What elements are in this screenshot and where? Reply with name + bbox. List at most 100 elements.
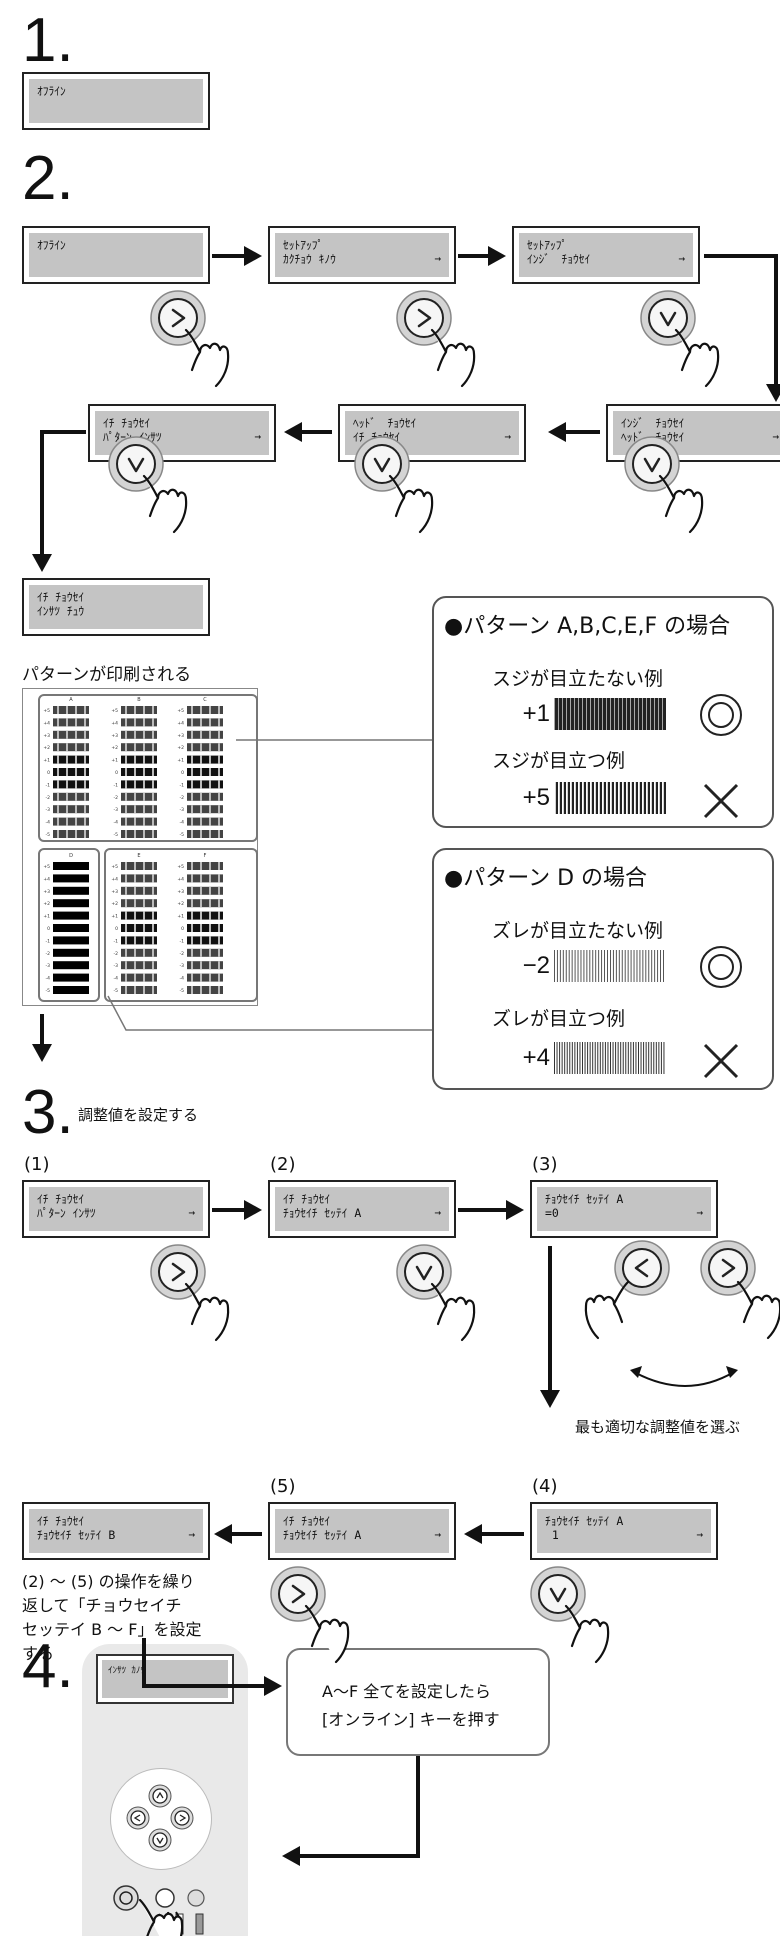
good-example-label: スジが目立たない例 xyxy=(492,668,664,690)
stripe-line xyxy=(595,950,597,982)
bad-cross-mark-d xyxy=(703,1043,739,1079)
sheet-pattern-gap xyxy=(209,830,211,838)
sheet-pattern-gap xyxy=(209,792,211,801)
sheet-pattern-gap xyxy=(143,718,145,727)
button-down-3[interactable] xyxy=(354,436,410,492)
right-symbol-icon xyxy=(721,1258,736,1278)
sheet-pattern-bar xyxy=(121,743,157,752)
stripe-line xyxy=(638,1042,639,1074)
stripe-line xyxy=(574,1042,576,1074)
stripe-line xyxy=(646,698,647,730)
stripe-line xyxy=(568,950,570,982)
button-down-6[interactable] xyxy=(530,1566,586,1622)
sheet-pattern-gap xyxy=(143,948,145,957)
panel-key-3 xyxy=(187,1889,205,1907)
sheet-pattern-gap xyxy=(152,718,154,727)
sheet-row-label: -1 xyxy=(46,938,51,944)
sheet-pattern-gap xyxy=(66,755,68,764)
sheet-pattern-gap xyxy=(218,805,220,814)
sheet-pattern-gap xyxy=(75,718,77,727)
sheet-pattern-gap xyxy=(191,768,193,776)
stripe-line xyxy=(592,950,594,982)
hand-5 xyxy=(388,474,434,534)
hand-icon xyxy=(674,328,720,388)
stripe-line xyxy=(602,782,604,814)
button-down-3-inner xyxy=(362,444,402,484)
hand-icon xyxy=(736,1280,780,1340)
sheet-row-label: -2 xyxy=(46,795,51,801)
stripe-line xyxy=(586,782,588,814)
lcd-ichi-printing: ｲﾁ ﾁｮｳｾｲｲﾝｻﾂ ﾁｭｳ xyxy=(22,578,210,636)
sheet-pattern-gap xyxy=(143,862,145,870)
choose-curve-head-right xyxy=(726,1366,738,1378)
sheet-pattern-gap xyxy=(125,830,127,838)
panel-button-down[interactable] xyxy=(148,1828,172,1852)
panel-button-up[interactable] xyxy=(148,1784,172,1808)
arrow-kakucho-to-inji-head xyxy=(488,246,506,266)
good-circle-mark xyxy=(700,694,742,736)
hand-4 xyxy=(142,474,188,534)
arrow-s3-3-to-4-head xyxy=(540,1390,560,1408)
button-down-2[interactable] xyxy=(108,436,164,492)
sheet-pattern-gap xyxy=(209,755,211,764)
button-right-2[interactable] xyxy=(396,290,452,346)
sheet-pattern-gap xyxy=(218,743,220,752)
sheet-pattern-gap xyxy=(134,899,136,908)
button-right-3[interactable] xyxy=(150,1244,206,1300)
sheet-pattern-gap xyxy=(209,924,211,932)
button-right-4[interactable] xyxy=(700,1240,756,1296)
bad-example-stripes xyxy=(554,782,666,814)
stripe-line xyxy=(610,950,611,982)
arrow-head-to-ichi-head xyxy=(284,422,302,442)
sheet-pattern-gap xyxy=(84,830,86,838)
button-left-1-inner xyxy=(622,1248,662,1288)
panel-power-button xyxy=(113,1885,139,1911)
sheet-row-label: +4 xyxy=(43,720,50,726)
button-down-5[interactable] xyxy=(396,1244,452,1300)
button-down-1[interactable] xyxy=(640,290,696,346)
sheet-pattern-bar xyxy=(53,874,89,883)
down-symbol-icon xyxy=(659,311,677,327)
sheet-pattern-bar xyxy=(187,805,223,814)
stripe-line xyxy=(610,698,611,730)
sheet-pattern-bar xyxy=(187,768,223,776)
sheet-row-label: +1 xyxy=(43,758,50,764)
hand-icon xyxy=(658,474,704,534)
down-symbol-icon xyxy=(643,457,661,473)
sheet-pattern-gap xyxy=(125,986,127,994)
sheet-pattern-bar xyxy=(53,730,89,739)
sheet-pattern-gap xyxy=(134,755,136,764)
sheet-pattern-bar xyxy=(187,743,223,752)
sheet-pattern-gap xyxy=(75,706,77,714)
sheet-pattern-bar xyxy=(187,936,223,945)
sheet-pattern-gap xyxy=(134,817,136,826)
stripe-line xyxy=(556,1042,558,1074)
sheet-pattern-gap xyxy=(125,755,127,764)
stripe-line xyxy=(622,1042,624,1074)
hand-icon xyxy=(184,328,230,388)
stripe-line xyxy=(594,782,596,814)
sheet-row-label: +5 xyxy=(43,864,50,870)
sheet-pattern-gap xyxy=(200,743,202,752)
stripe-line xyxy=(562,698,563,730)
example-box-d-title: ●パターン D の場合 xyxy=(444,866,648,891)
sheet-pattern-gap xyxy=(218,817,220,826)
step-4-number: 4. xyxy=(22,1632,74,1701)
panel-button-right[interactable] xyxy=(170,1806,194,1830)
button-right-1[interactable] xyxy=(150,290,206,346)
sheet-row-label: +5 xyxy=(177,708,184,714)
sheet-row-label: +4 xyxy=(111,720,118,726)
sheet-pattern-gap xyxy=(125,743,127,752)
button-right-5[interactable] xyxy=(270,1566,326,1622)
choose-curve xyxy=(633,1371,735,1387)
stripe-line xyxy=(584,1042,586,1074)
sheet-pattern-gap xyxy=(134,743,136,752)
sheet-pattern-gap xyxy=(125,817,127,826)
lcd-setup-inji: ｾｯﾄｱｯﾌﾟｲﾝｼﾞ ﾁｮｳｾｲ→ xyxy=(512,226,700,284)
panel-button-left[interactable] xyxy=(126,1806,150,1830)
button-down-4[interactable] xyxy=(624,436,680,492)
sheet-row-label: +4 xyxy=(177,720,184,726)
sheet-pattern-gap xyxy=(134,730,136,739)
hand-icon xyxy=(584,1280,630,1340)
stripe-line xyxy=(638,782,640,814)
